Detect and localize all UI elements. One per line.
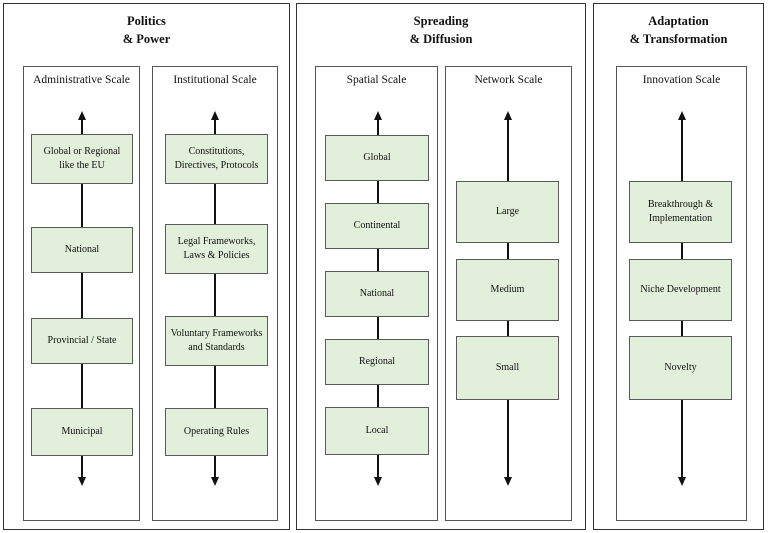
group-title: Adaptation & Transformation	[629, 14, 728, 46]
level-box: National	[31, 227, 133, 273]
scale-axis	[81, 119, 83, 479]
group-title: Spreading & Diffusion	[409, 14, 473, 46]
level-box: Operating Rules	[165, 408, 268, 456]
level-box: Provincial / State	[31, 318, 133, 364]
level-box: Global	[325, 135, 429, 181]
group-spreading-diffusion: Spreading & Diffusion Spatial Scale Glob…	[296, 3, 586, 530]
level-box: Constitutions, Directives, Protocols	[165, 134, 268, 184]
scale-title: Innovation Scale	[642, 74, 721, 86]
level-box: Local	[325, 407, 429, 455]
level-box: Legal Frameworks, Laws & Policies	[165, 224, 268, 274]
scale-axis	[214, 119, 216, 479]
level-box: Niche Development	[629, 259, 732, 321]
level-box: Municipal	[31, 408, 133, 456]
arrow-up-icon	[78, 111, 86, 120]
level-box: National	[325, 271, 429, 317]
level-box: Regional	[325, 339, 429, 385]
arrow-up-icon	[678, 111, 686, 120]
level-box: Medium	[456, 259, 559, 321]
level-box: Novelty	[629, 336, 732, 400]
level-box: Global or Regional like the EU	[31, 134, 133, 184]
scale-network: Network Scale Large Medium Small	[445, 66, 572, 521]
scale-spatial: Spatial Scale Global Continental Nationa…	[315, 66, 438, 521]
group-politics-power: Politics & Power Administrative Scale Gl…	[3, 3, 290, 530]
arrow-down-icon	[504, 477, 512, 486]
scale-administrative: Administrative Scale Global or Regional …	[23, 66, 140, 521]
scale-innovation: Innovation Scale Breakthrough & Implemen…	[616, 66, 747, 521]
scale-title: Administrative Scale	[33, 74, 130, 86]
scale-title: Spatial Scale	[346, 74, 407, 86]
level-box: Breakthrough & Implementation	[629, 181, 732, 243]
arrow-down-icon	[374, 477, 382, 486]
arrow-up-icon	[504, 111, 512, 120]
arrow-up-icon	[211, 111, 219, 120]
scale-institutional: Institutional Scale Constitutions, Direc…	[152, 66, 278, 521]
arrow-down-icon	[678, 477, 686, 486]
arrow-down-icon	[78, 477, 86, 486]
group-adaptation-transformation: Adaptation & Transformation Innovation S…	[593, 3, 764, 530]
level-box: Voluntary Frameworks and Standards	[165, 316, 268, 366]
level-box: Small	[456, 336, 559, 400]
level-box: Continental	[325, 203, 429, 249]
arrow-down-icon	[211, 477, 219, 486]
arrow-up-icon	[374, 111, 382, 120]
level-box: Large	[456, 181, 559, 243]
scale-title: Network Scale	[474, 74, 543, 86]
scale-title: Institutional Scale	[173, 74, 257, 86]
group-title: Politics & Power	[122, 14, 171, 46]
